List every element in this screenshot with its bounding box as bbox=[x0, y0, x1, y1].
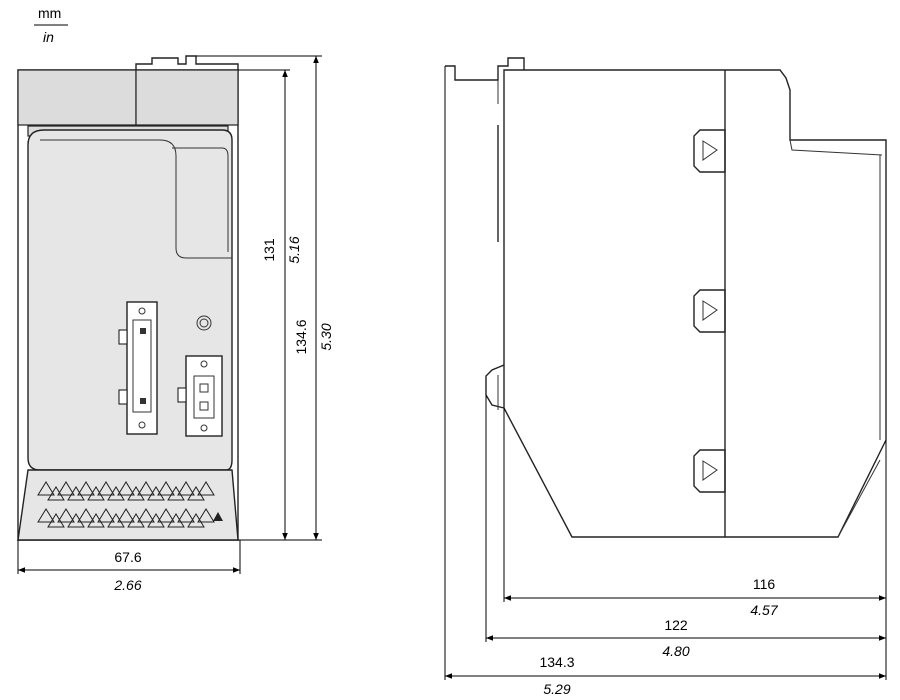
indicator-led-inner bbox=[199, 318, 209, 328]
dim-131-mm: 131 bbox=[261, 238, 277, 262]
side-step bbox=[789, 139, 883, 156]
unit-in-label: in bbox=[43, 29, 54, 45]
unit-mm-label: mm bbox=[38, 5, 61, 21]
locking-tab-3 bbox=[693, 449, 726, 493]
side-body-outline bbox=[503, 69, 887, 538]
dim-116-in: 4.57 bbox=[750, 602, 778, 618]
dim-131-in: 5.16 bbox=[286, 236, 302, 263]
connector-large bbox=[118, 301, 158, 435]
dim-122-mm: 122 bbox=[664, 617, 688, 633]
bottom-vent-region bbox=[17, 469, 239, 541]
front-top-band-right bbox=[135, 69, 239, 126]
front-view bbox=[17, 55, 239, 541]
front-face-panel bbox=[27, 129, 233, 471]
front-top-band-left bbox=[17, 69, 137, 126]
top-latch bbox=[135, 55, 239, 70]
dim-134-3-in: 5.29 bbox=[543, 681, 570, 697]
side-view bbox=[445, 57, 887, 538]
dim-134-3-mm: 134.3 bbox=[539, 654, 574, 670]
dim-67-6-in: 2.66 bbox=[113, 577, 141, 593]
connector-small bbox=[177, 355, 223, 437]
front-recess bbox=[40, 139, 232, 259]
side-dimensions: 116 4.57 122 4.80 134.3 5.29 bbox=[444, 66, 887, 697]
units-legend: mm in bbox=[34, 5, 68, 45]
vent-triangles bbox=[37, 481, 215, 528]
dim-116-mm: 116 bbox=[753, 576, 776, 592]
dim-67-6-mm: 67.6 bbox=[114, 549, 141, 565]
dim-134-6-mm: 134.6 bbox=[293, 319, 309, 354]
rail-clip-bottom bbox=[485, 364, 505, 409]
dim-122-in: 4.80 bbox=[662, 643, 689, 659]
locking-tab-2 bbox=[693, 289, 726, 333]
indicator-led-outer bbox=[196, 315, 212, 331]
front-dimensions: 131 5.16 134.6 5.30 67.6 2.66 bbox=[17, 55, 334, 593]
dim-134-6-in: 5.30 bbox=[318, 323, 334, 350]
locking-tab-1 bbox=[693, 129, 726, 173]
rail-clip-top bbox=[445, 57, 525, 81]
warning-symbol bbox=[213, 512, 223, 521]
front-recess-inner bbox=[172, 147, 229, 252]
